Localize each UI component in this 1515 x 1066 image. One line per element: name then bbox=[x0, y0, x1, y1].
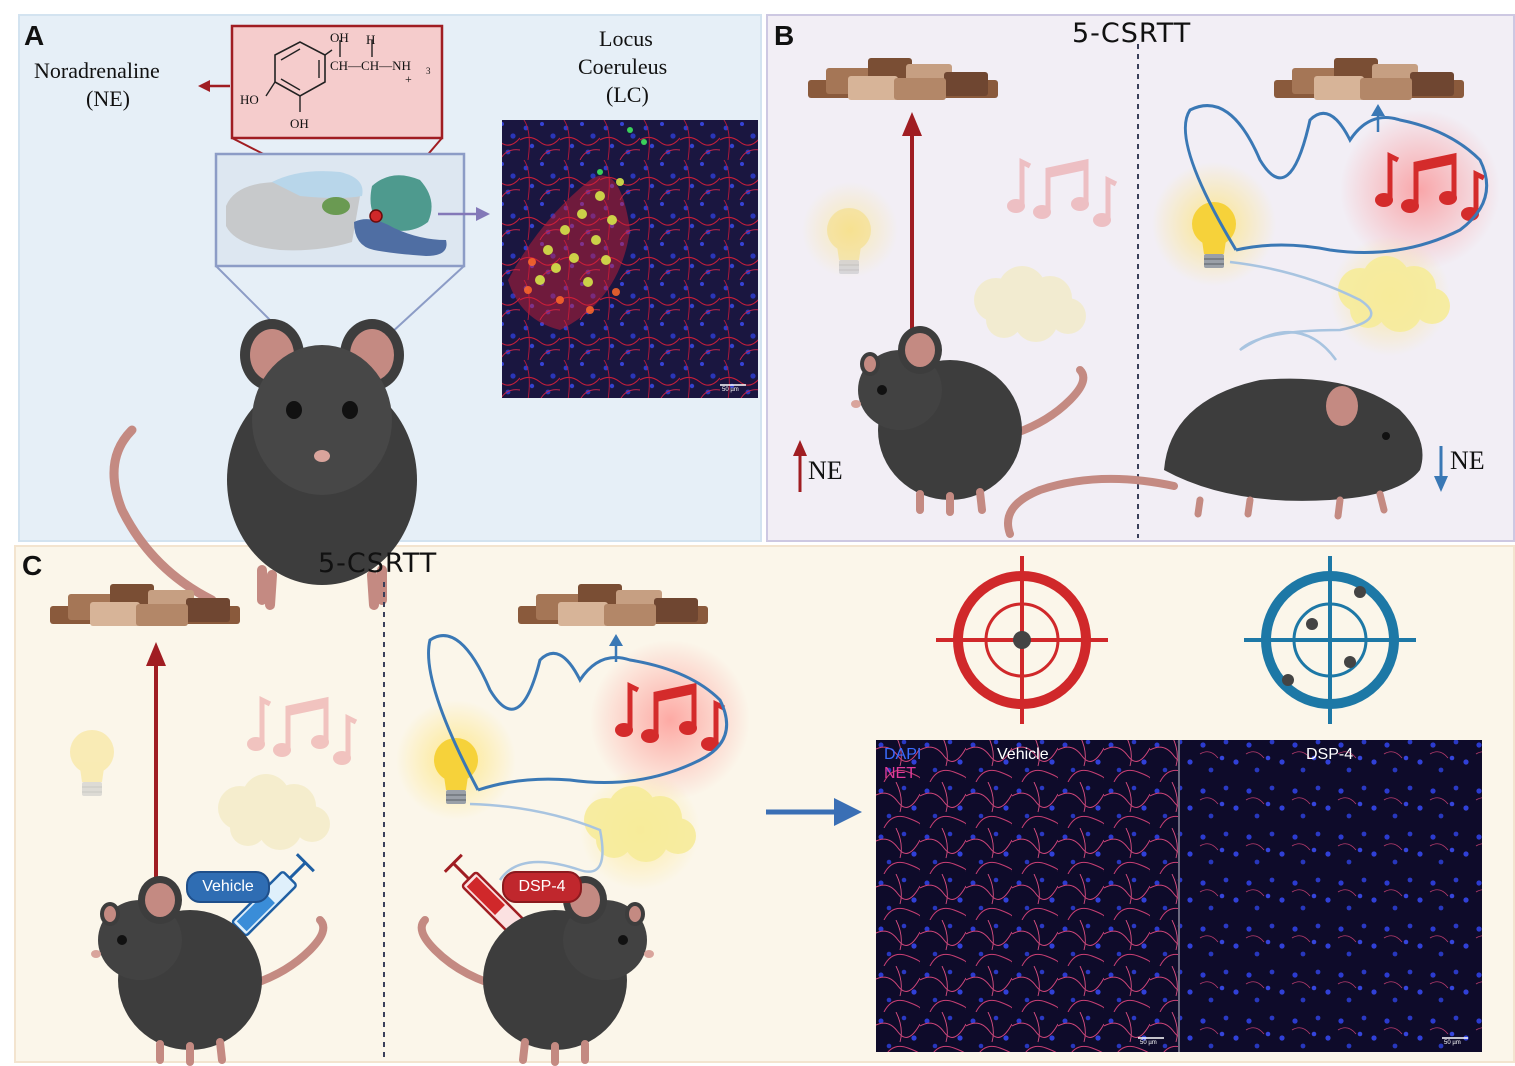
panel-label-c: C bbox=[22, 550, 43, 581]
attention-path-c bbox=[427, 634, 729, 792]
region-name-1: Locus bbox=[599, 26, 653, 51]
syringe-vehicle bbox=[212, 853, 315, 956]
panel-c-graphics bbox=[50, 556, 1482, 1062]
struct-oh-bottom: OH bbox=[290, 116, 309, 131]
region-name-2: Coeruleus bbox=[578, 54, 668, 79]
cerebellum bbox=[370, 175, 432, 231]
micrograph-vehicle bbox=[876, 740, 1178, 1052]
panel-label-a: A bbox=[24, 20, 45, 51]
struct-chain: CH—CH—NH bbox=[330, 58, 411, 73]
brain-region-green bbox=[322, 197, 350, 215]
ne-decrease-label: NE bbox=[1450, 446, 1485, 475]
struct-subscript: 3 bbox=[426, 66, 431, 76]
task-title-b: 5-CSRTT bbox=[1072, 18, 1192, 49]
molecule-abbrev: (NE) bbox=[86, 86, 130, 111]
struct-charge: + bbox=[405, 72, 412, 86]
struct-h-top: H bbox=[366, 32, 376, 47]
brain-cortex bbox=[226, 181, 360, 251]
panel-label-b: B bbox=[774, 20, 795, 51]
target-blue bbox=[1244, 556, 1416, 724]
ne-increase-label: NE bbox=[808, 456, 843, 485]
mouse-walking bbox=[1004, 378, 1423, 538]
dsp4-pill: DSP-4 bbox=[502, 871, 582, 903]
molecule-name: Noradrenaline bbox=[34, 58, 160, 83]
micrograph-dsp4 bbox=[1180, 740, 1482, 1052]
lc-micrograph bbox=[502, 120, 758, 398]
legend-dapi: DAPI bbox=[884, 746, 922, 763]
target-red bbox=[936, 556, 1108, 724]
panel-a-graphics bbox=[114, 24, 758, 605]
brainstem bbox=[354, 219, 447, 256]
region-name-3: (LC) bbox=[606, 82, 649, 107]
micrograph-label-dsp4: DSP-4 bbox=[1306, 746, 1354, 763]
molecule-box bbox=[230, 24, 444, 140]
lc-marker bbox=[369, 209, 383, 223]
struct-ho: HO bbox=[240, 92, 259, 107]
scale-bar-c1: 50 µm bbox=[1140, 1040, 1157, 1046]
scale-bar-a: 50 µm bbox=[722, 387, 739, 393]
attention-path-b bbox=[1183, 104, 1489, 254]
struct-oh-top: OH bbox=[330, 30, 349, 45]
legend-net: NET bbox=[884, 765, 916, 782]
scale-bar-c2: 50 µm bbox=[1444, 1040, 1461, 1046]
vehicle-pill: Vehicle bbox=[186, 871, 270, 903]
task-title-c: 5-CSRTT bbox=[318, 548, 438, 579]
panel-b-graphics bbox=[793, 44, 1500, 538]
micrograph-label-vehicle: Vehicle bbox=[997, 746, 1049, 763]
